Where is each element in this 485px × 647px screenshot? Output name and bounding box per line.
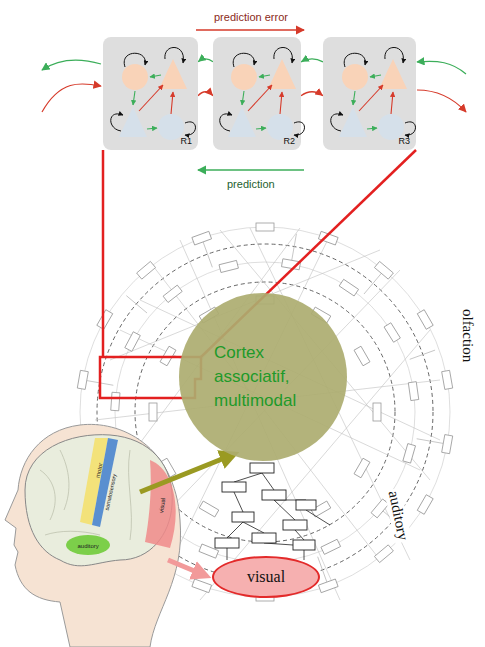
brain-area-label-holder: visual — [158, 497, 167, 513]
signal-connector — [301, 92, 323, 96]
node-label: R1 — [180, 137, 192, 147]
flow-label-holder: prediction error — [214, 11, 288, 24]
prediction-error-arrow — [196, 29, 304, 30]
visual-area-ellipse: visual — [212, 556, 320, 598]
brain-area-label-holder: auditory — [78, 543, 99, 550]
node-label: Cortex associatif, multimodal — [214, 341, 332, 412]
brain-area-label: visual — [158, 497, 167, 513]
brain-area-label: somatosensory — [103, 473, 117, 511]
modality-label-holder: olfaction — [459, 306, 476, 363]
node-label: R2 — [283, 137, 295, 147]
pointer-arrow — [168, 560, 204, 575]
modality-label: olfaction — [459, 306, 476, 363]
brain-area-label-holder: somatosensory — [103, 473, 117, 511]
modality-label: auditory — [384, 487, 412, 543]
signal-connector — [198, 92, 213, 96]
region-box: R1 — [103, 37, 198, 150]
signal-connector — [301, 59, 323, 62]
head-illustration — [5, 424, 181, 647]
brain-area-label-holder: motor — [94, 462, 104, 478]
signal-connector — [198, 59, 213, 62]
prediction-arrow — [198, 169, 304, 170]
brain-area-label: auditory — [78, 543, 99, 550]
visual-hierarchy — [215, 463, 330, 560]
region-box: R3 — [323, 37, 416, 150]
modality-label-holder: auditory — [384, 487, 412, 543]
association-cortex-circle: Cortex associatif, multimodal — [179, 293, 347, 461]
flow-label: prediction error — [214, 11, 288, 24]
flow-label: prediction — [227, 178, 275, 191]
node-label: R3 — [398, 137, 410, 147]
node-label: visual — [247, 568, 285, 586]
flow-label-holder: prediction — [227, 178, 275, 191]
region-box: R2 — [213, 37, 301, 150]
brain-area-label: motor — [94, 462, 104, 478]
pointer-arrow — [140, 455, 232, 492]
